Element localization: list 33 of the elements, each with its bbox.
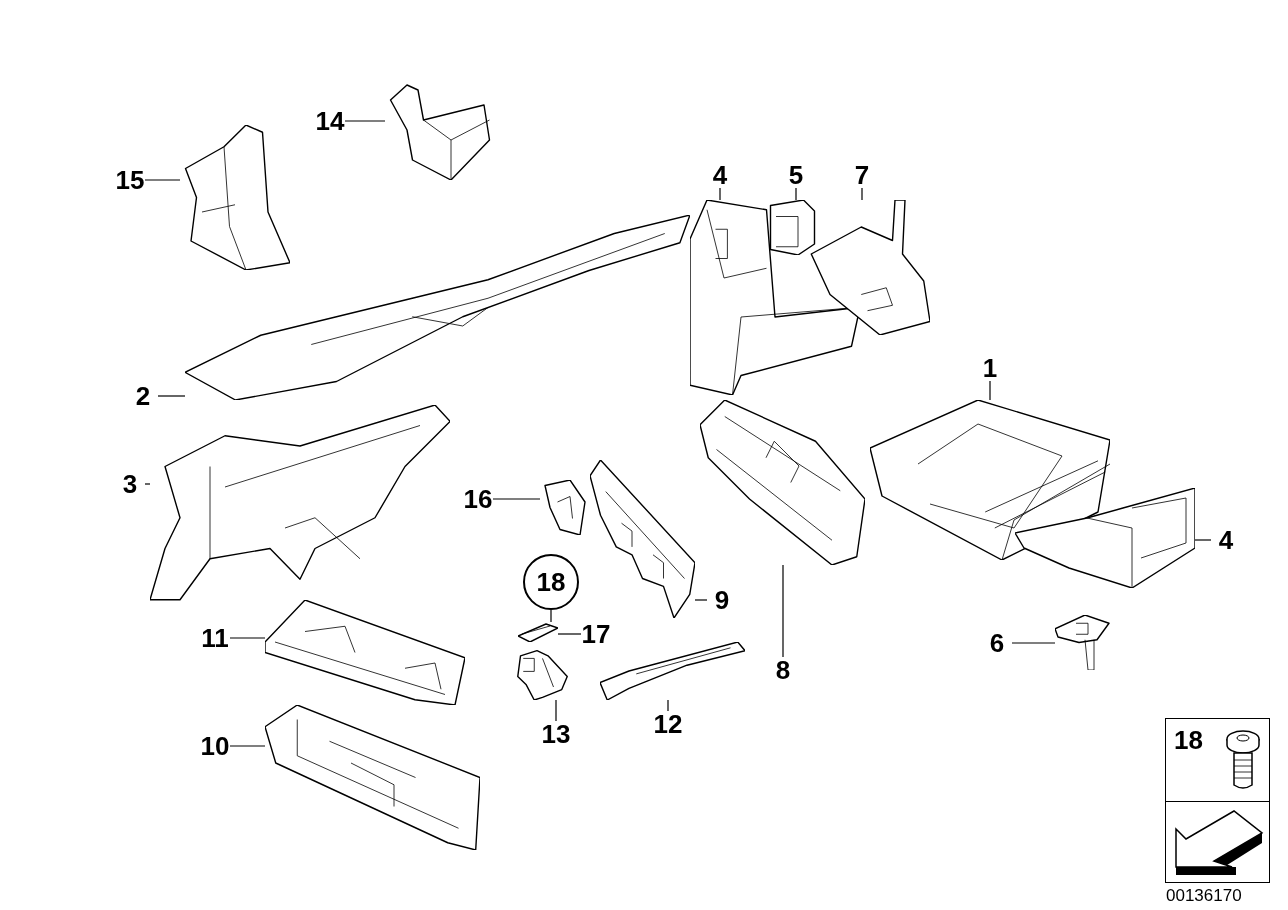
callout-number: 18 (1174, 727, 1203, 753)
leader-line (861, 187, 863, 201)
leader-line (555, 699, 557, 722)
circled-callout-number: 18 (523, 554, 579, 610)
leader-line (550, 609, 552, 623)
side-bracket-drawing (690, 200, 860, 395)
inset-box (1165, 718, 1270, 883)
leader-line (492, 498, 541, 500)
leader-line (557, 633, 582, 635)
crossmember-drawing (265, 705, 480, 850)
crossmember-drawing (700, 400, 865, 565)
floor-panel-drawing (870, 400, 1110, 560)
side-bracket-drawing (1015, 488, 1195, 588)
strut-drawing (600, 642, 745, 700)
leader-line (1011, 642, 1056, 644)
mount-drawing (515, 648, 570, 700)
leader-line (344, 120, 386, 122)
leader-line (144, 483, 151, 485)
leader-line (719, 187, 721, 201)
leader-line (795, 187, 797, 201)
crossmember-drawing (590, 460, 695, 618)
leader-line (989, 380, 991, 401)
leader-line (229, 637, 266, 639)
leader-line (144, 179, 181, 181)
drawing-number: 00136170 (1166, 887, 1242, 904)
clip-drawing (518, 622, 558, 642)
leader-line (782, 564, 784, 658)
leader-line (667, 699, 669, 712)
crossmember-drawing (265, 600, 465, 705)
upper-rail-drawing (185, 215, 690, 400)
leader-line (157, 395, 186, 397)
leader-line (229, 745, 266, 747)
leader-line (694, 599, 708, 601)
